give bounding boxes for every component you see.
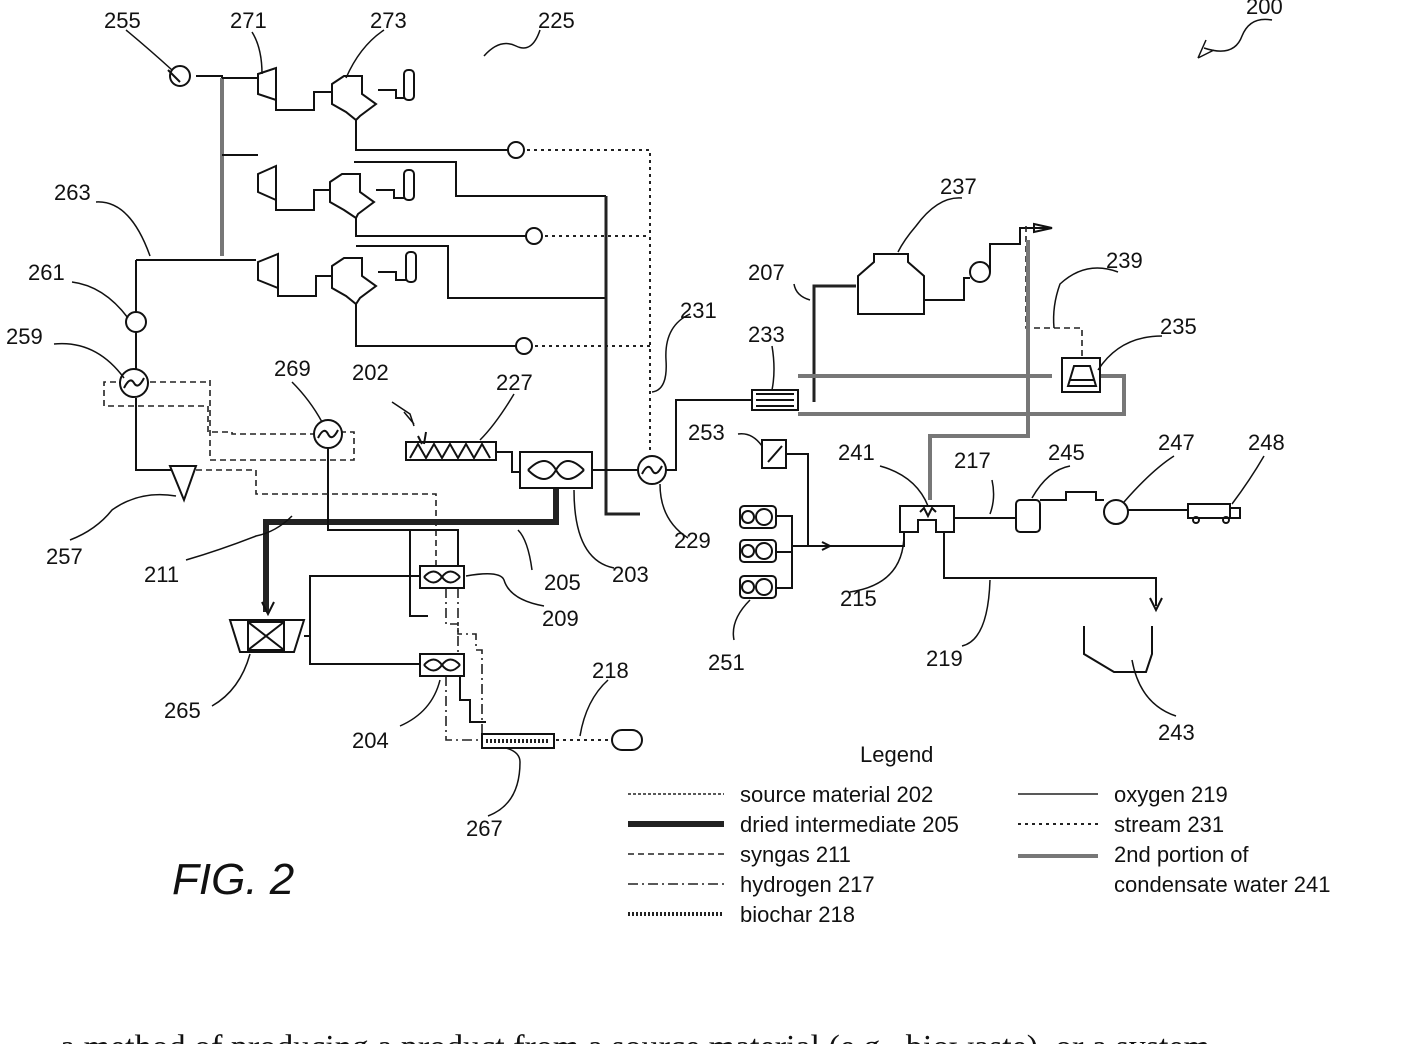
figure-title: FIG. 2 [172,855,294,904]
label-247: 247 [1158,430,1195,455]
label-227: 227 [496,370,533,395]
label-209: 209 [542,606,579,631]
label-241: 241 [838,440,875,465]
legend-title: Legend [860,742,933,767]
label-203: 203 [612,562,649,587]
vessel-245 [1016,500,1040,532]
label-251: 251 [708,650,745,675]
equipment [120,66,1240,750]
legend-item-dried: dried intermediate 205 [740,812,959,837]
vessel-273 [404,70,414,100]
pump-a [508,142,524,158]
label-200: 200 [1246,0,1283,19]
label-237: 237 [940,174,977,199]
label-202: 202 [352,360,389,385]
legend-item-biochar: biochar 218 [740,902,855,927]
manifold-pipe [196,76,222,256]
label-271: 271 [230,8,267,33]
label-229: 229 [674,528,711,553]
separator-3 [332,258,376,304]
pump-b [526,228,542,244]
label-219: 219 [926,646,963,671]
legend-item-hydrogen: hydrogen 217 [740,872,875,897]
separator-2 [330,174,374,218]
leader-lines [54,19,1272,816]
label-211: 211 [144,562,179,587]
label-255: 255 [104,8,141,33]
turbine-2 [258,166,276,200]
label-245: 245 [1048,440,1085,465]
legend-item-syngas: syngas 211 [740,842,851,867]
label-261: 261 [28,260,65,285]
label-225: 225 [538,8,575,33]
collector-243 [1084,626,1152,672]
legend-item-condensate-2: condensate water 241 [1114,872,1331,897]
cell-251-c [740,576,776,598]
label-207: 207 [748,260,785,285]
legend-item-condensate-1: 2nd portion of [1114,842,1249,867]
label-257: 257 [46,544,83,569]
cyclone-257 [170,466,196,500]
compressor-247 [1104,500,1128,524]
storage-218 [612,730,642,750]
truck-248 [1188,504,1240,518]
cell-251-b [740,540,776,562]
pump-237 [970,262,990,282]
label-265: 265 [164,698,201,723]
separator-273 [332,76,376,120]
label-273: 273 [370,8,407,33]
legend-item-source: source material 202 [740,782,933,807]
turbine-3 [258,254,278,288]
electrolyzer-215 [900,506,954,532]
label-205: 205 [544,570,581,595]
legend-item-stream: stream 231 [1114,812,1224,837]
label-269: 269 [274,356,311,381]
legend: Legend source material 202 dried interme… [628,742,1331,927]
label-267: 267 [466,816,503,841]
tank-237 [858,254,924,314]
label-218: 218 [592,658,629,683]
label-259: 259 [6,324,43,349]
label-248: 248 [1248,430,1285,455]
cell-251-a [740,506,776,528]
label-233: 233 [748,322,785,347]
label-235: 235 [1160,314,1197,339]
label-263: 263 [54,180,91,205]
legend-item-oxygen: oxygen 219 [1114,782,1228,807]
label-204: 204 [352,728,389,753]
pump-261 [126,312,146,332]
label-239: 239 [1106,248,1143,273]
label-217: 217 [954,448,991,473]
label-231: 231 [680,298,717,323]
reference-labels: 255 271 273 225 200 263 261 259 269 202 … [6,0,1285,841]
label-253: 253 [688,420,725,445]
label-215: 215 [840,586,877,611]
turbine-271 [258,68,276,100]
bottom-text: a method of producing a product from a s… [60,1029,1210,1044]
label-243: 243 [1158,720,1195,745]
pump-c [516,338,532,354]
